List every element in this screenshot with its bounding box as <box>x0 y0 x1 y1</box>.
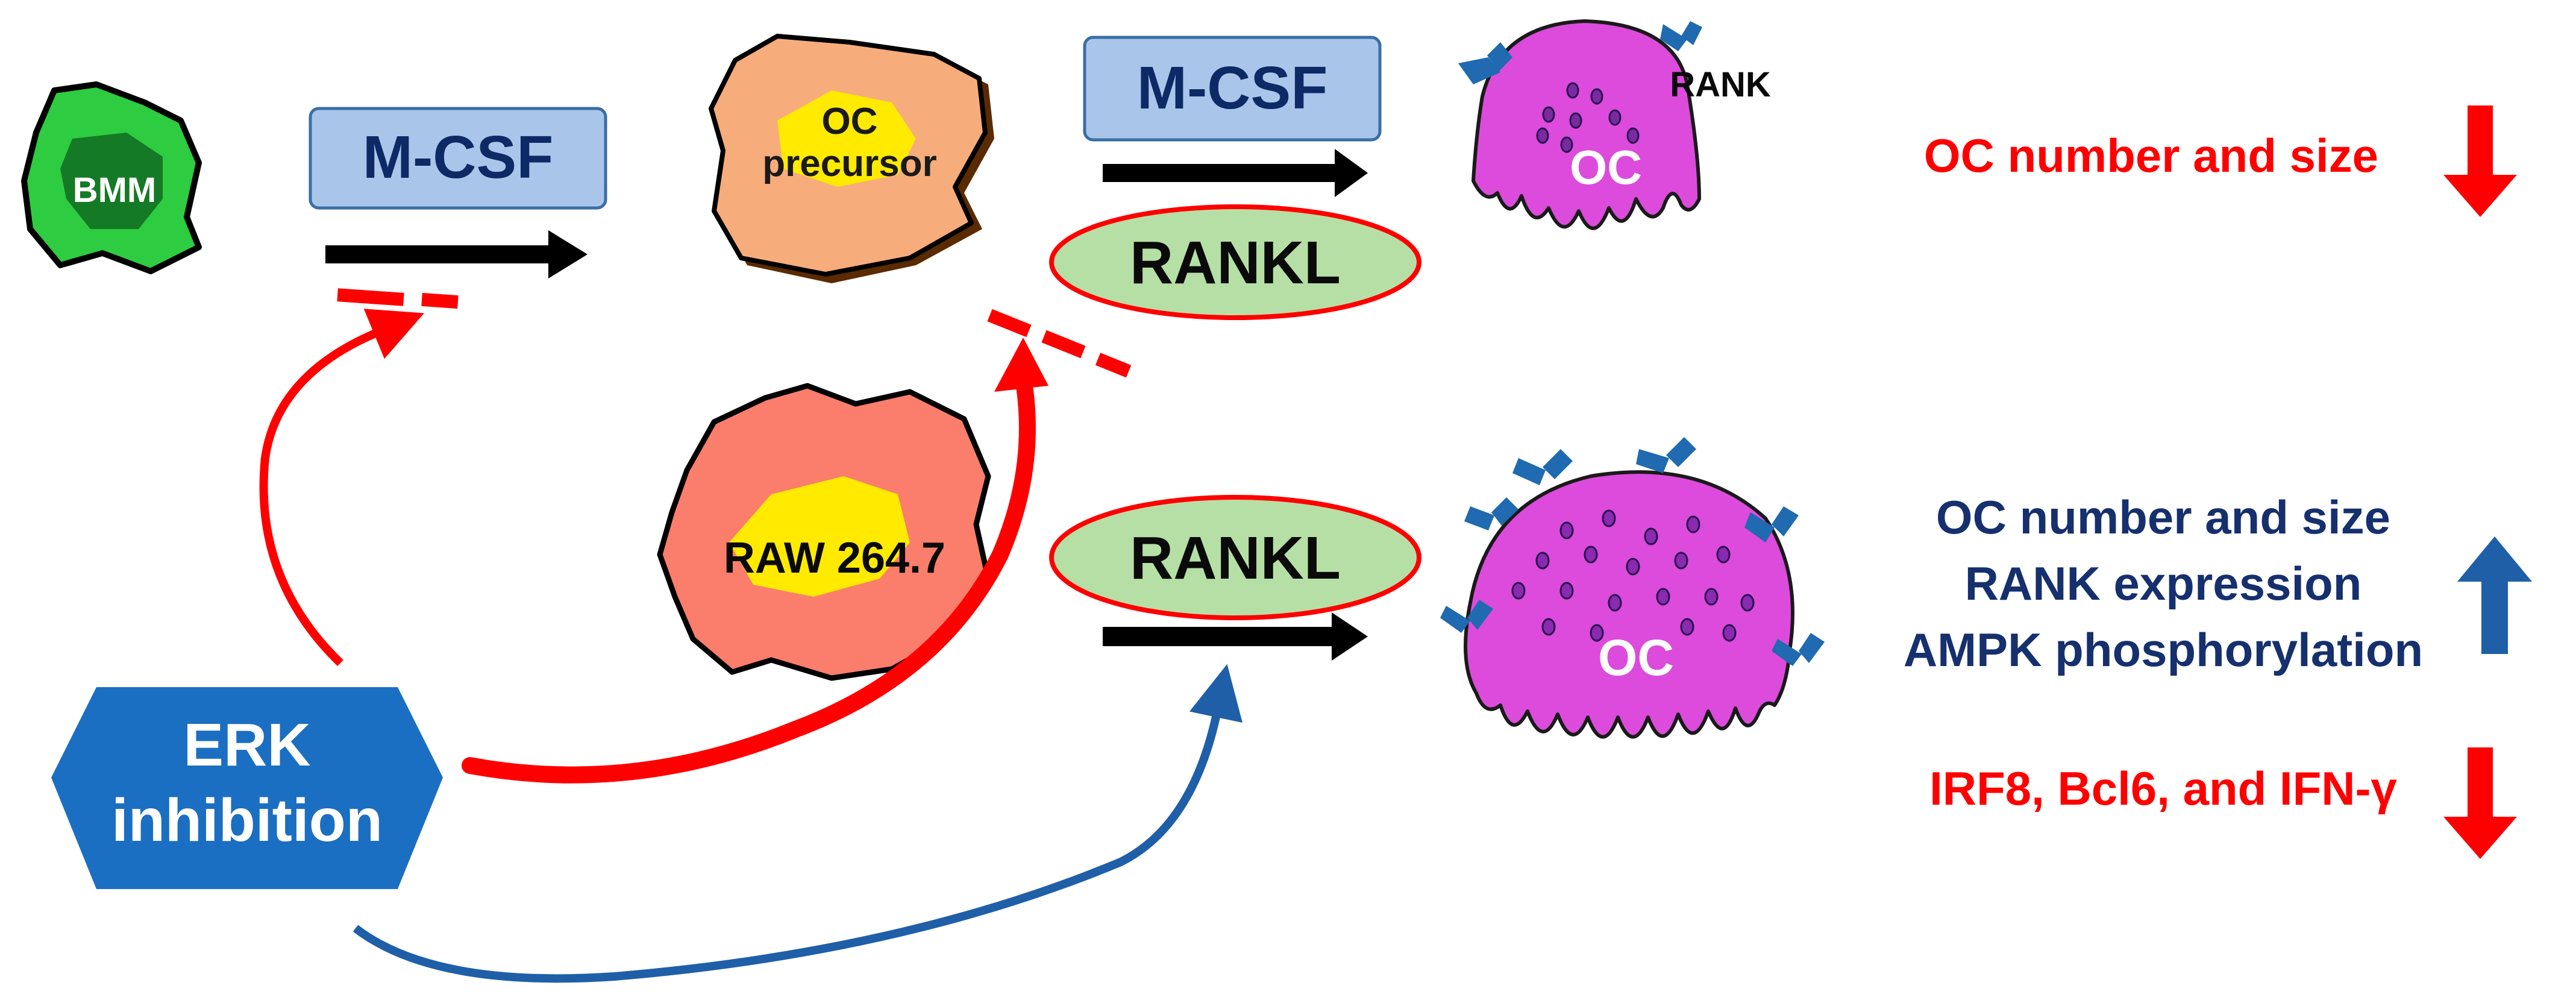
inhibition-bar-right <box>987 309 1132 378</box>
rankl-bottom-ellipse: RANKL <box>1049 495 1421 620</box>
bmm-label: BMM <box>73 171 157 210</box>
oc-precursor-cell: OC precursor <box>709 34 994 283</box>
rankl-top-label: RANKL <box>1130 229 1341 297</box>
inhibition-bar-left <box>337 288 459 309</box>
oc-top-label: OC <box>1570 140 1642 194</box>
bmm-outcome-text: OC number and size <box>1924 129 2378 182</box>
rank-receptor-icon-bottom <box>1440 437 1825 666</box>
mcsf-left-label: M-CSF <box>363 124 554 191</box>
raw-outcome-2: RANK expression <box>1965 557 2362 610</box>
raw-down-text: IRF8, Bcl6, and IFN-γ <box>1929 762 2397 815</box>
down-arrow-red-bottom <box>2443 747 2517 859</box>
bottom-black-arrow <box>1103 612 1368 661</box>
oc-precursor-line2: precursor <box>762 143 936 184</box>
raw-label: RAW 264.7 <box>724 534 945 582</box>
raw-outcome-list: OC number and size RANK expression AMPK … <box>1904 491 2423 676</box>
rank-receptor-icon <box>1458 21 1702 84</box>
inhibition-curve-left <box>259 309 424 667</box>
mcsf-left-box: M-CSF <box>309 107 607 210</box>
oc-bottom-label: OC <box>1598 629 1674 686</box>
raw-outcome-3: AMPK phosphorylation <box>1904 623 2423 676</box>
rank-label: RANK <box>1670 65 1771 104</box>
down-arrow-red-top <box>2443 105 2517 217</box>
raw-outcome-1: OC number and size <box>1936 491 2390 544</box>
inhibition-curve-right <box>462 338 1048 784</box>
promotion-curve-blue <box>353 664 1243 983</box>
raw-cell: RAW 264.7 <box>657 383 991 681</box>
bmm-cell: BMM <box>21 81 202 274</box>
rankl-bottom-label: RANKL <box>1130 524 1341 592</box>
erk-inhibition-hexagon: ERK inhibition <box>51 687 443 889</box>
erk-line1: ERK <box>183 711 310 779</box>
oc-bottom-cell: OC <box>1440 437 1825 739</box>
erk-line2: inhibition <box>111 787 383 854</box>
rankl-top-ellipse: RANKL <box>1049 204 1421 320</box>
up-arrow-blue <box>2457 536 2532 654</box>
top-right-arrow <box>1103 149 1368 197</box>
oc-precursor-line1: OC <box>822 101 878 142</box>
oc-top-cell: OC RANK <box>1458 19 1771 230</box>
mcsf-left-arrow <box>325 230 588 278</box>
mcsf-right-label: M-CSF <box>1137 54 1328 122</box>
mcsf-right-box: M-CSF <box>1083 36 1382 142</box>
